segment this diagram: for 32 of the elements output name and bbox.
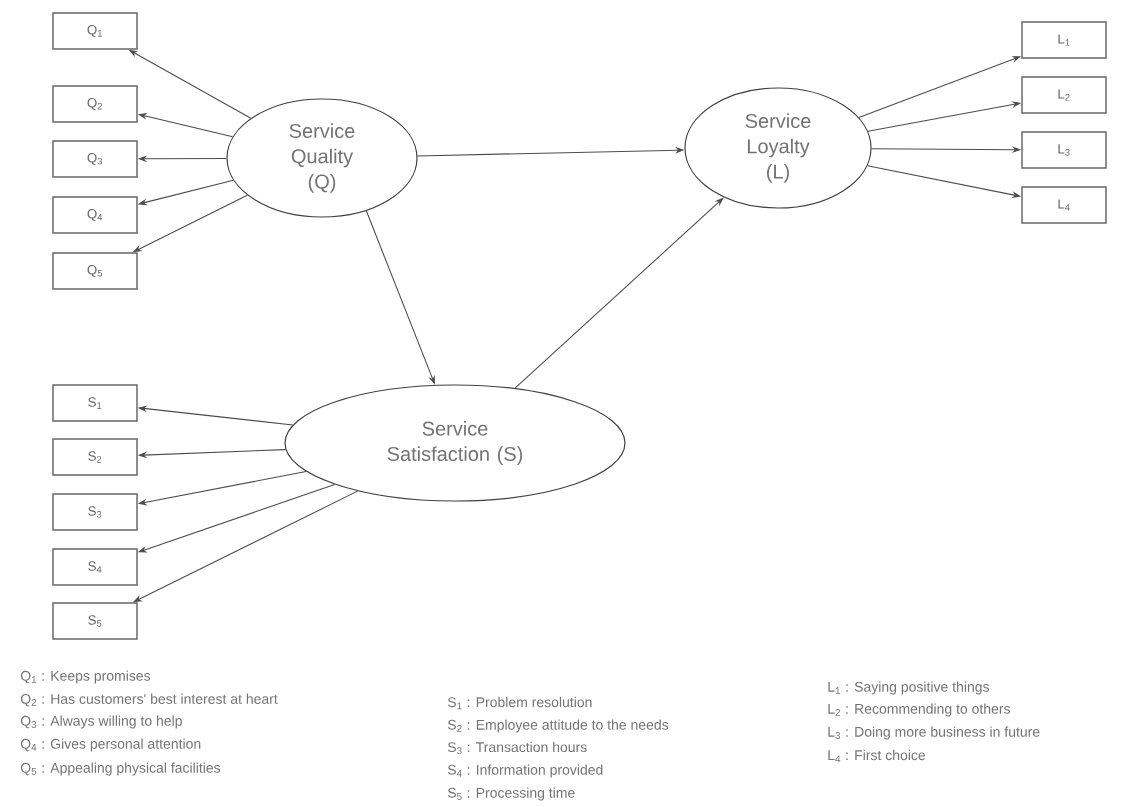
- indicator-box: Q$_{5}$: [52, 252, 138, 290]
- note-text: L$_{4}$ : First choice: [828, 749, 926, 763]
- note-text: S$_{1}$ : Problem resolution: [447, 696, 592, 710]
- indicator-box: S$_{3}$: [52, 493, 138, 531]
- indicator-box: L$_{1}$: [1021, 21, 1107, 59]
- indicator-box: L$_{3}$: [1021, 131, 1107, 169]
- note-text: S$_{2}$ : Employee attitude to the needs: [447, 719, 669, 733]
- note-text: L$_{2}$ : Recommending to others: [828, 703, 1010, 717]
- note-text: Q$_{1}$ : Keeps promises: [20, 670, 151, 684]
- arrow: [514, 197, 724, 389]
- indicator-box: S$_{4}$: [52, 548, 138, 586]
- indicator-box: Q$_{3}$: [52, 140, 138, 178]
- note-text: Q$_{4}$ : Gives personal attention: [20, 738, 201, 752]
- note-text: S$_{4}$ : Information provided: [447, 764, 603, 778]
- note-text: Q$_{5}$ : Appealing physical facilities: [20, 762, 221, 776]
- note-text: S$_{5}$ : Processing time: [447, 787, 575, 801]
- indicator-box: Q$_{2}$: [52, 85, 138, 123]
- indicator-box: S$_{2}$: [52, 438, 138, 476]
- indicator-box: S$_{5}$: [52, 602, 138, 640]
- note-text: L$_{3}$ : Doing more business in future: [828, 726, 1040, 740]
- indicator-box: L$_{4}$: [1021, 186, 1107, 224]
- indicator-box: S$_{1}$: [52, 384, 138, 422]
- note-text: L$_{1}$ : Saying positive things: [828, 681, 989, 695]
- ellipse-node: Service Satisfaction (S): [284, 384, 626, 502]
- ellipse-node: Service Quality (Q): [226, 98, 418, 218]
- indicator-box: L$_{2}$: [1021, 76, 1107, 114]
- note-text: S$_{3}$ : Transaction hours: [447, 741, 587, 755]
- indicator-box: Q$_{4}$: [52, 196, 138, 234]
- note-text: Q$_{3}$ : Always willing to help: [20, 715, 182, 729]
- note-text: Q$_{2}$ : Has customers' best interest at heart: [20, 693, 278, 707]
- indicator-box: Q$_{1}$: [52, 12, 138, 50]
- ellipse-node: Service Loyalty (L): [684, 87, 872, 209]
